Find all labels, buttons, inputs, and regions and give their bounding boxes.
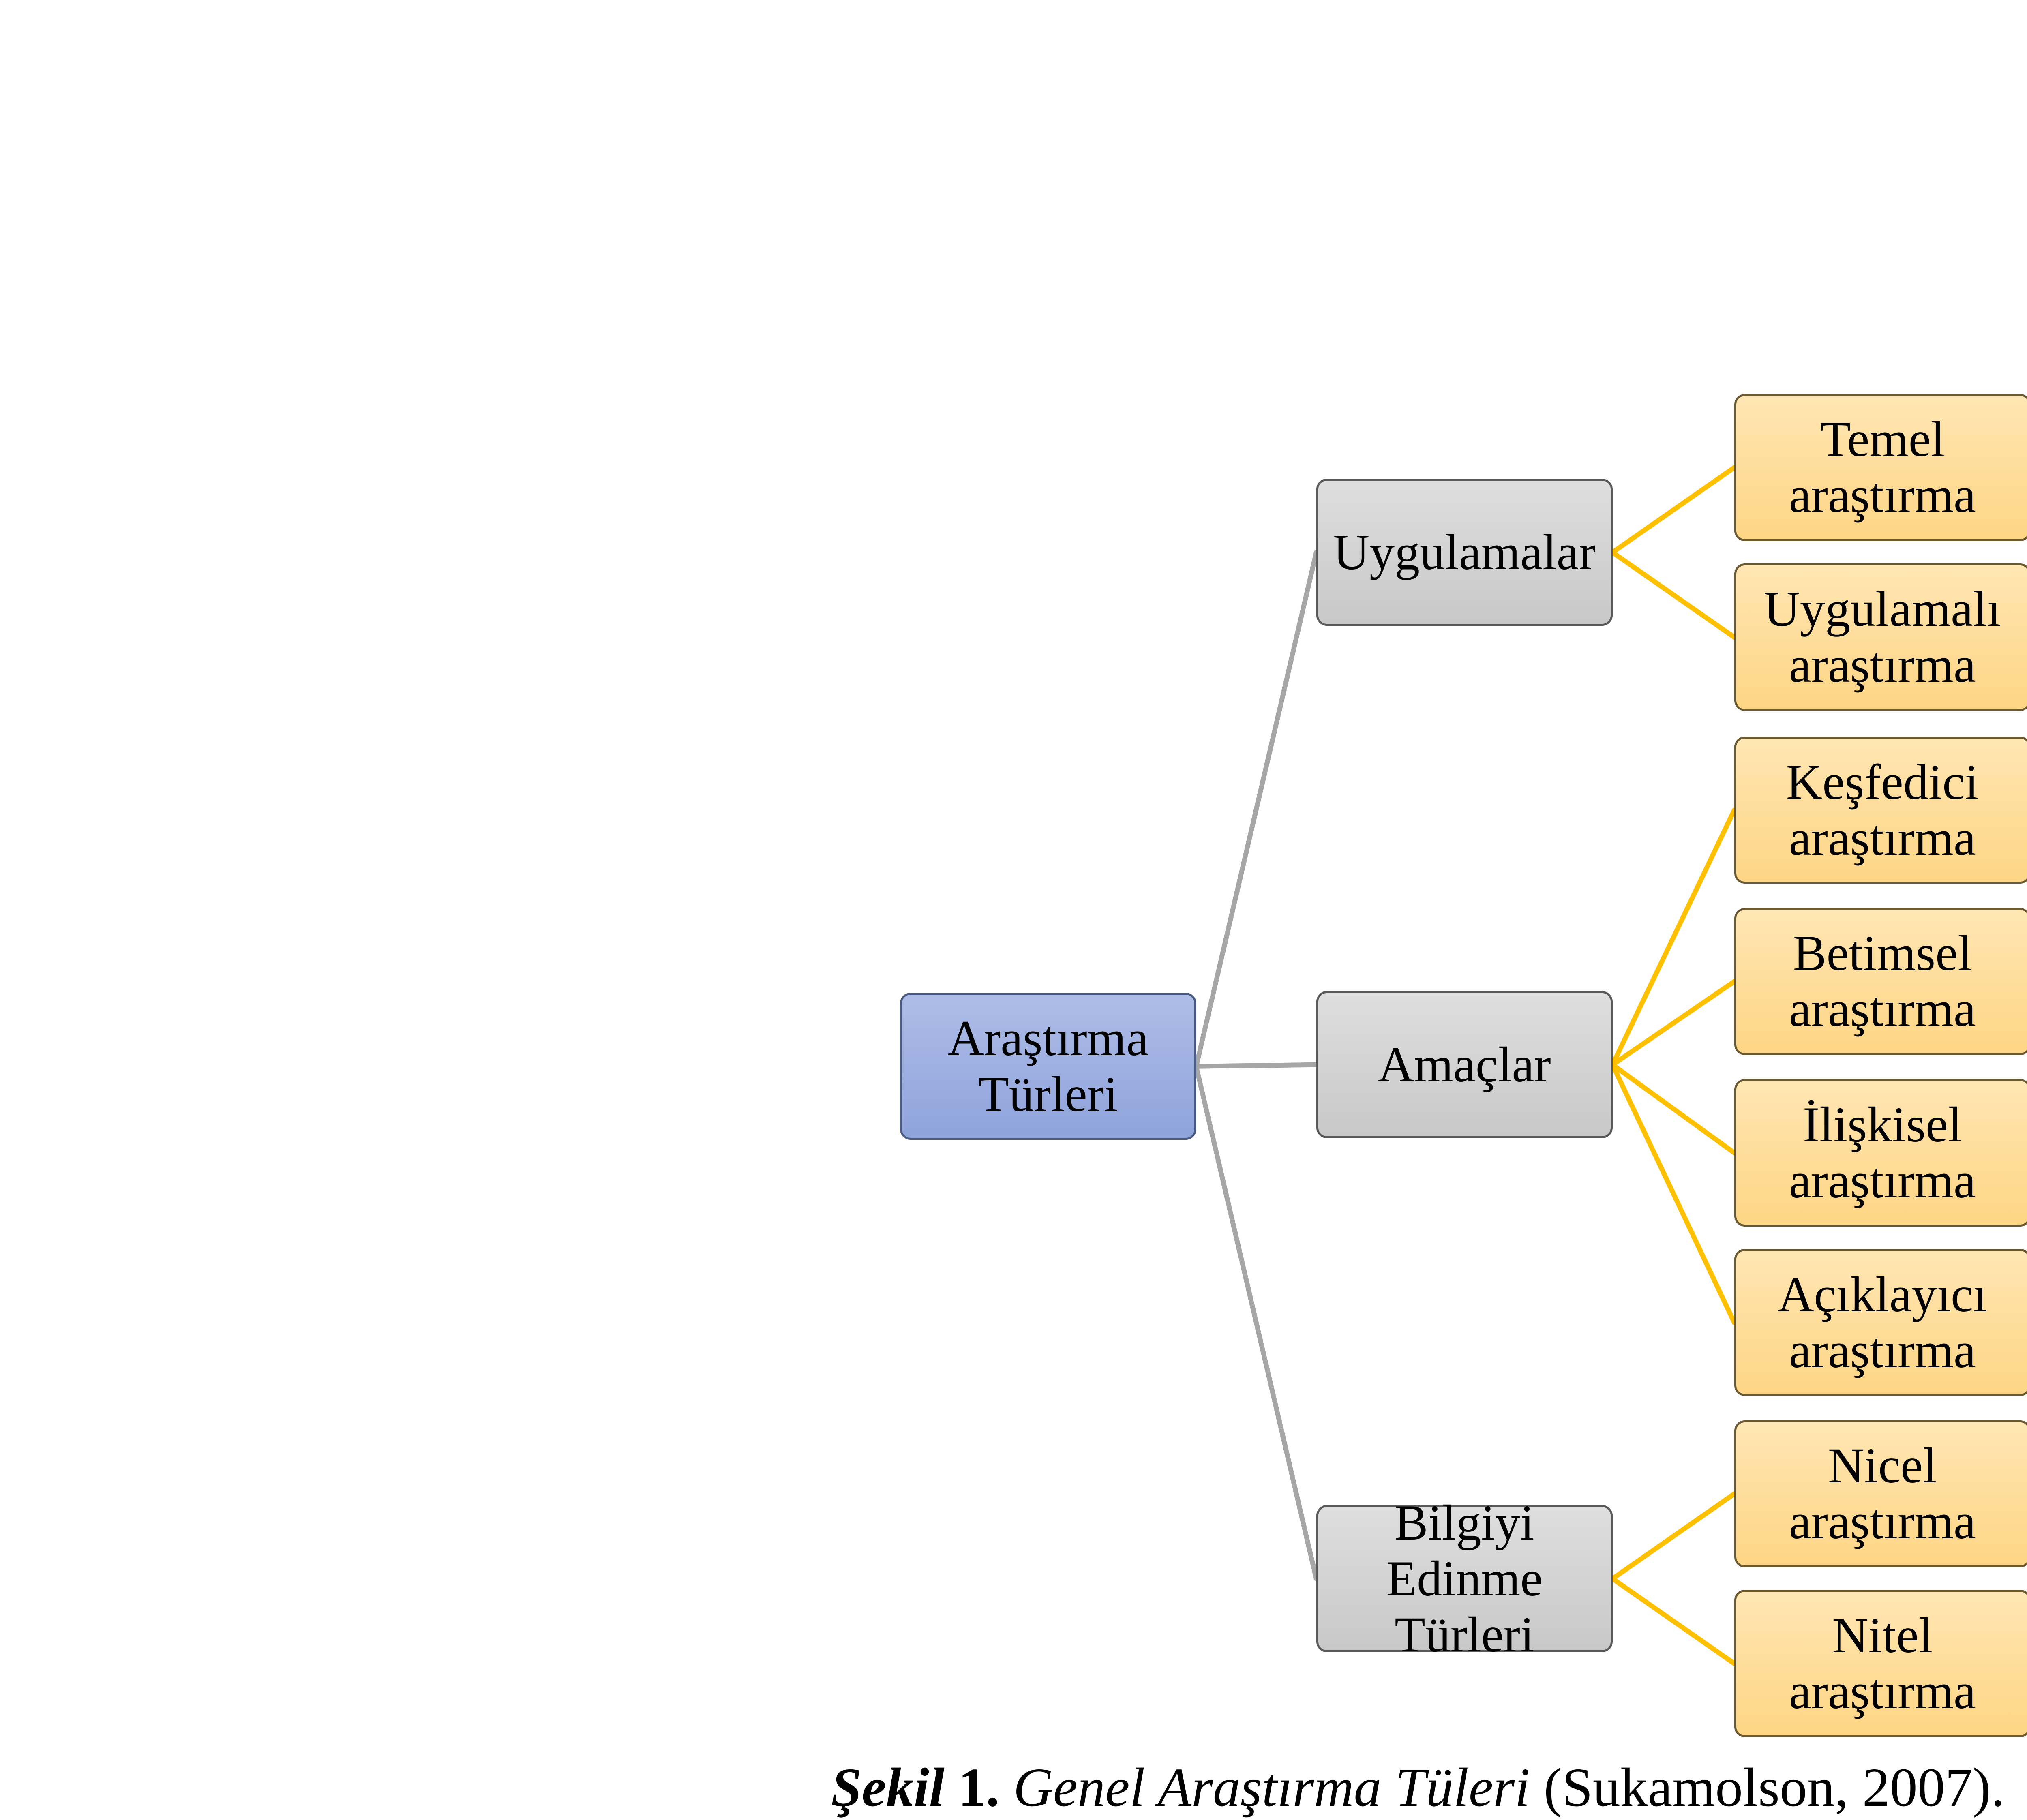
root-connector-line [1193, 550, 1319, 1069]
leaf-connector-line [1610, 979, 1737, 1067]
caption-title: Genel Araştırma Tüleri [1013, 1757, 1530, 1818]
leaf-connector-line [1610, 1062, 1737, 1155]
caption-figure-label: Şekil [831, 1757, 945, 1818]
caption-figure-number: 1. [958, 1757, 1000, 1818]
leaf-node-nicel-arastirma: Nicel araştırma [1734, 1420, 2027, 1568]
leaf-connector-line [1610, 1491, 1737, 1581]
leaf-connector-line [1610, 550, 1737, 640]
caption-source: (Sukamolson, 2007). [1543, 1757, 2005, 1818]
leaf-connector-line [1610, 1062, 1737, 1325]
branch-node-uygulamalar: Uygulamalar [1316, 479, 1613, 626]
connector-layer [1193, 465, 1737, 1666]
leaf-node-uygulamali-arastirma: Uygulamalı araştırma [1734, 563, 2027, 711]
leaf-node-iliskisel-arastirma: İlişkisel araştırma [1734, 1079, 2027, 1227]
leaf-node-kesfedici-arastirma: Keşfedici araştırma [1734, 737, 2027, 884]
leaf-node-aciklayici-arastirma: Açıklayıcı araştırma [1734, 1249, 2027, 1396]
leaf-node-betimsel-arastirma: Betimsel araştırma [1734, 908, 2027, 1056]
leaf-connector-line [1610, 1576, 1737, 1666]
root-connector-line [1193, 1064, 1319, 1581]
leaf-node-nitel-arastirma: Nitel araştırma [1734, 1590, 2027, 1737]
leaf-connector-line [1610, 807, 1737, 1067]
root-node: Araştırma Türleri [900, 993, 1196, 1140]
branch-node-bilgiyi-edinme-turleri: Bilgiyi Edinme Türleri [1316, 1495, 1613, 1662]
figure-caption: Şekil 1. Genel Araştırma Tüleri (Sukamol… [831, 1755, 2005, 1820]
leaf-connector-line [1610, 465, 1737, 555]
root-connector-line [1193, 1062, 1319, 1069]
branch-node-amaclar: Amaçlar [1316, 991, 1613, 1139]
leaf-node-temel-arastirma: Temel araştırma [1734, 394, 2027, 542]
